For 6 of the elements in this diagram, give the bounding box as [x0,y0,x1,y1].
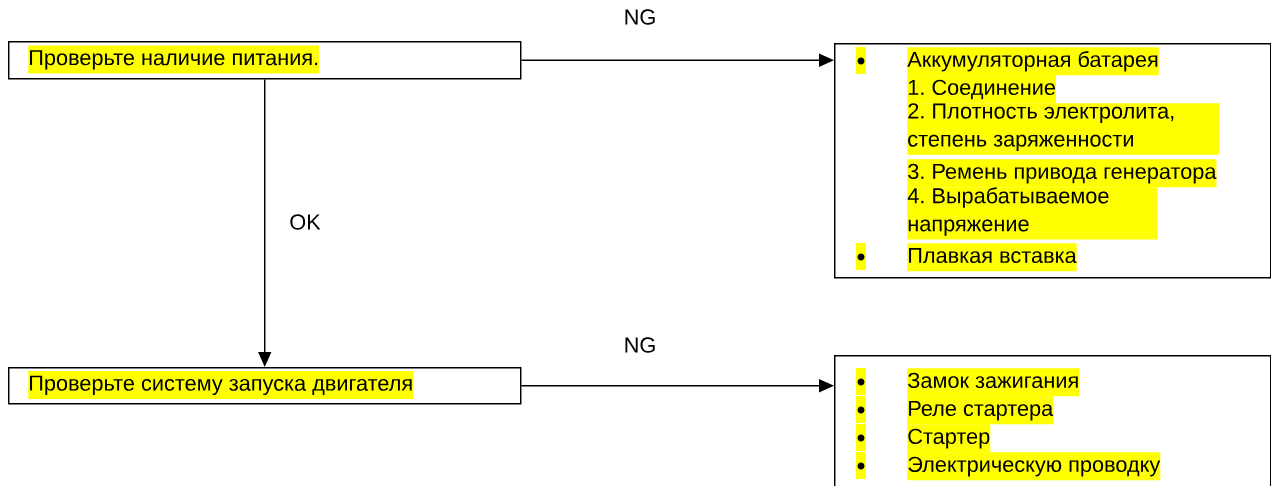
edge-label: NG [625,337,655,353]
list-box: Аккумуляторная батарея 1. Соединение 2. Плотность электролита, степень заряженности 3. Ремень привода генератора 4. Вырабатываемое напряжение Плавкая вставка [834,43,1271,279]
edge-label: OK [290,214,321,230]
edge-label: NG [625,9,655,25]
process-box: Проверьте наличие питания. [8,41,522,80]
process-box: Проверьте систему запуска двигателя [8,367,522,405]
